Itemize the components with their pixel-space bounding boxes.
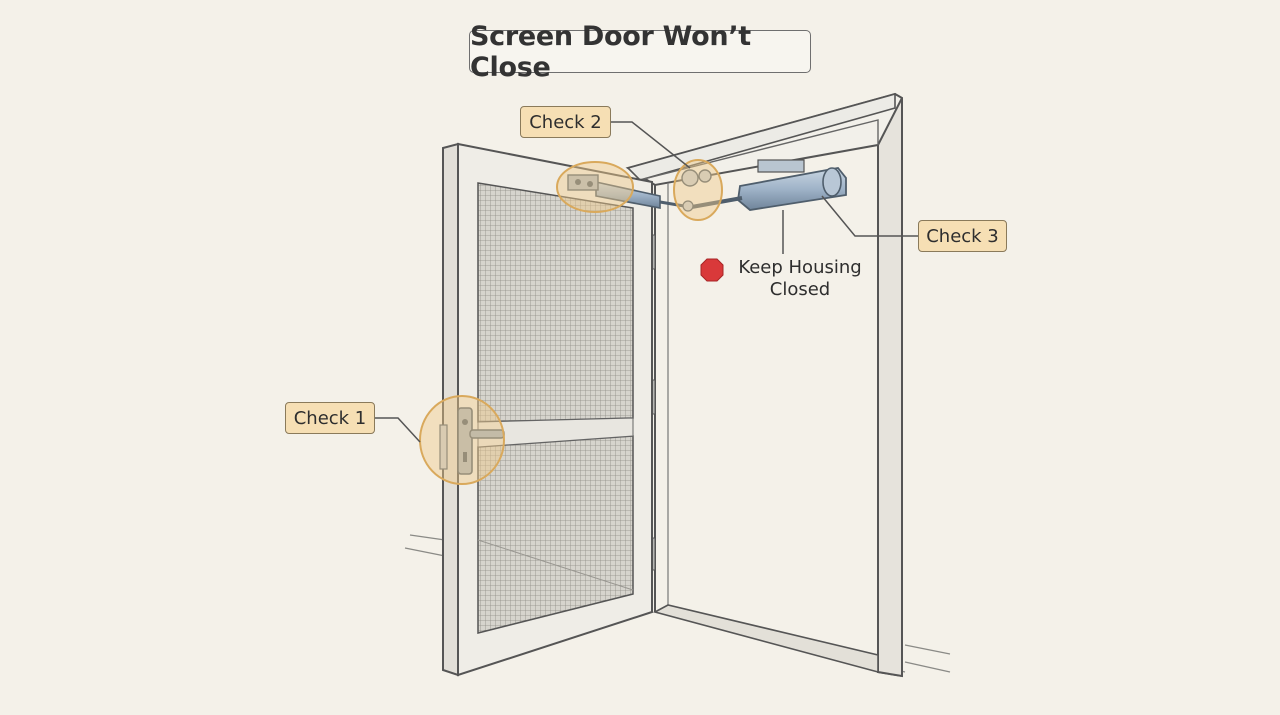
screen-door: [442, 142, 653, 677]
page-title: Screen Door Won’t Close: [469, 21, 811, 83]
page-title-text: Screen Door Won’t Close: [470, 20, 751, 83]
warning-text: Keep Housing Closed: [738, 257, 862, 300]
highlight-check-1: [419, 395, 505, 485]
callout-check-3-label: Check 3: [926, 225, 999, 247]
check-highlights: [419, 159, 723, 485]
frame-bracket: [681, 169, 699, 187]
callout-check-1: Check 1: [285, 402, 375, 434]
callout-check-3: Check 3: [918, 220, 1007, 252]
door-closer: [567, 159, 847, 212]
stop-octagon-icon: [700, 258, 724, 282]
leader-lines: [375, 121, 918, 443]
latch-plate: [457, 407, 473, 475]
upper-screen-panel: [477, 182, 634, 423]
callout-check-1-label: Check 1: [293, 407, 367, 429]
callout-check-2-label: Check 2: [529, 111, 602, 133]
door-handle: [439, 407, 505, 475]
callout-check-2: Check 2: [520, 106, 611, 138]
pressure-cylinder: [595, 181, 661, 209]
highlight-check-2b: [673, 159, 723, 221]
highlight-check-2a: [556, 161, 634, 213]
